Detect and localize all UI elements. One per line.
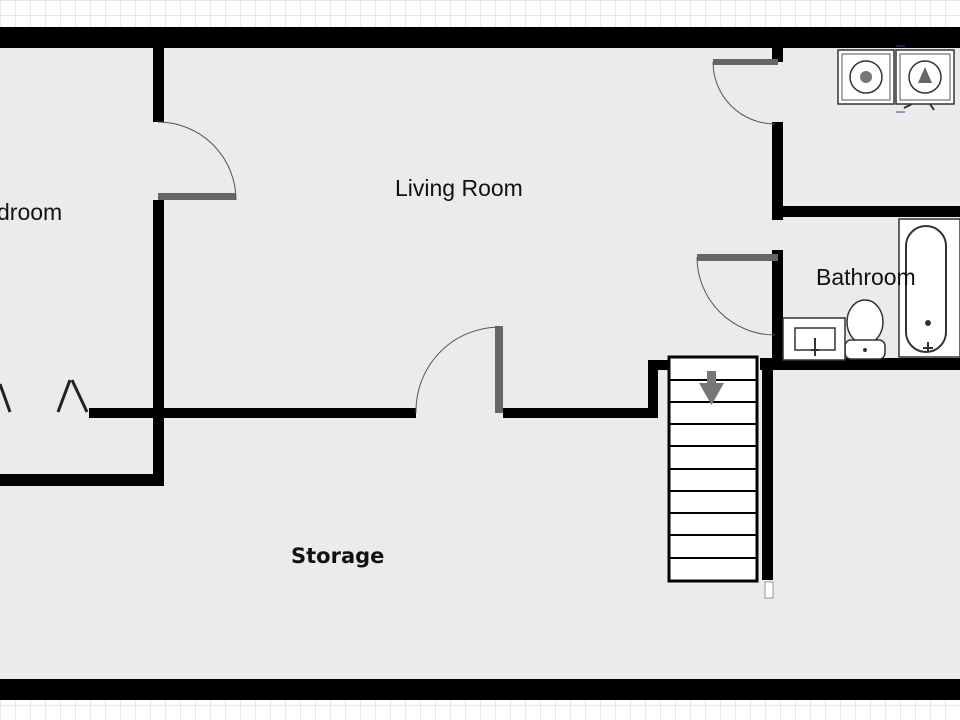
stair-wall-left	[648, 360, 658, 418]
door-leaf	[697, 254, 778, 261]
laundry-appliances	[837, 45, 955, 113]
door-swing	[157, 121, 237, 201]
sink-icon	[782, 317, 846, 361]
bedroom-bottom-wall	[0, 474, 164, 486]
bathroom-label: Bathroom	[816, 264, 916, 290]
living-right-wall-lower	[772, 250, 783, 362]
toilet-icon	[844, 299, 886, 360]
bathroom-top-wall	[772, 206, 960, 217]
stair-wall-top	[648, 360, 668, 370]
door-leaf	[70, 379, 89, 413]
outer-walls	[0, 27, 960, 700]
bedroom-wall-lower	[153, 200, 164, 486]
door-leaf	[0, 383, 12, 413]
dryer-icon	[895, 49, 955, 111]
living-room-label: Living Room	[395, 175, 523, 201]
door-swing	[696, 256, 776, 336]
bifold-door	[0, 379, 89, 413]
washer-icon	[837, 49, 895, 105]
living-bottom-wall-right	[503, 408, 655, 418]
storage-door	[415, 326, 503, 414]
stairs-down-arrow-icon	[699, 371, 724, 405]
stair-post	[764, 581, 774, 599]
bedroom-label: droom	[0, 199, 62, 225]
storage-stair-wall	[762, 358, 773, 580]
door-leaf	[56, 379, 72, 413]
door-swing	[712, 61, 776, 125]
interior-walls	[0, 44, 960, 580]
doors	[0, 59, 778, 414]
bathroom-door	[696, 254, 778, 336]
living-bottom-wall-left	[89, 408, 416, 418]
storage-label: Storage	[291, 544, 384, 568]
top-wall	[0, 27, 960, 48]
door-leaf	[713, 59, 778, 65]
door-leaf	[495, 326, 503, 413]
bottom-wall	[0, 679, 960, 700]
laundry-left-wall	[772, 44, 783, 62]
living-right-wall-upper	[772, 122, 783, 220]
bathroom-fixtures	[782, 218, 960, 361]
laundry-cabinet-outline	[896, 45, 905, 113]
door-swing	[415, 326, 500, 414]
bedroom-door	[157, 121, 237, 201]
laundry-door	[712, 59, 778, 125]
door-leaf	[158, 193, 236, 200]
stairs	[667, 355, 774, 599]
bathtub-icon	[898, 218, 960, 358]
bedroom-wall-upper	[153, 44, 164, 122]
bathroom-bottom-wall	[760, 358, 960, 370]
